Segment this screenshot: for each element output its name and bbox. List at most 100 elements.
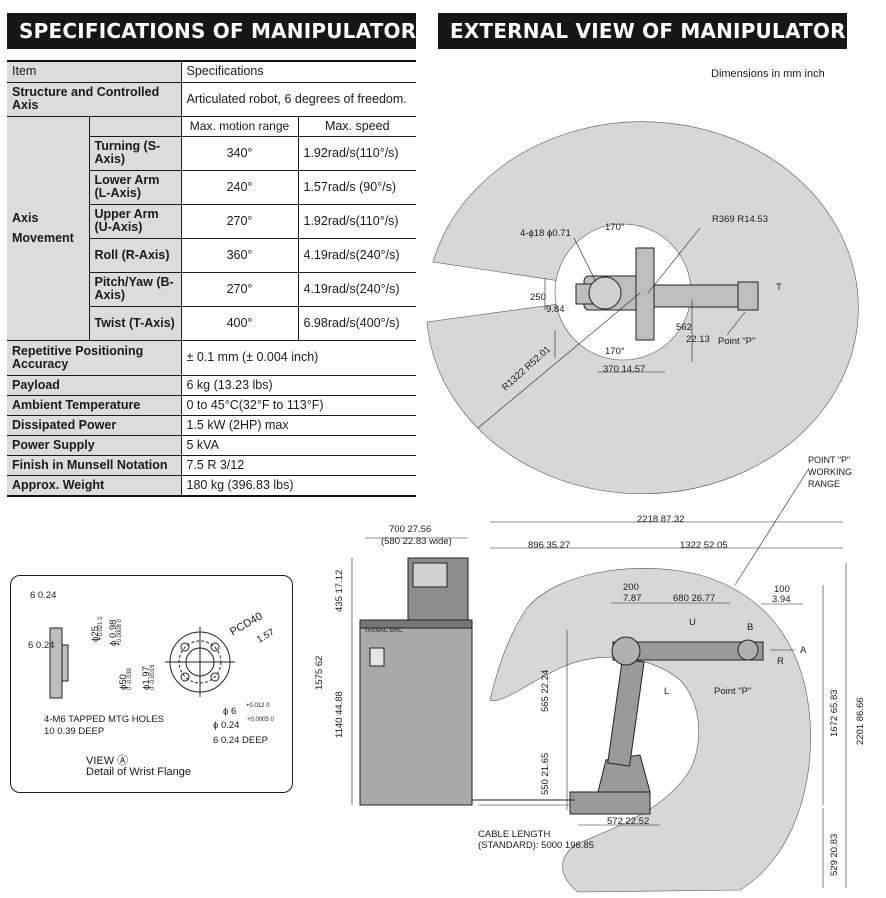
flange-phi024tol: +0.0005 0 [247, 717, 274, 723]
axis-a-label: A [800, 645, 807, 656]
axis-name: Pitch/Yaw (B-Axis) [88, 271, 181, 307]
table-row: Roll (R-Axis) 360° 4.19rad/s(240°/s) [7, 237, 416, 273]
flange-d197tol: 0 -0.0015 [150, 664, 156, 690]
h529-label: 529 20.83 [829, 833, 840, 876]
d250in-label: 9.84 [546, 304, 565, 315]
axis-u-label: U [689, 617, 696, 628]
h2201-label: 2201 86.66 [855, 697, 866, 745]
h1140-label: 1140 44.88 [334, 691, 345, 738]
d680-label: 680 26.77 [673, 593, 716, 604]
h1575-label: 1575 62 [314, 655, 325, 690]
row-value: 180 kg (396.83 lbs) [180, 474, 416, 497]
axis-l-label: L [664, 686, 670, 697]
table-row: Pitch/Yaw (B-Axis) 270° 4.19rad/s(240°/s… [7, 271, 416, 307]
table-row: Dissipated Power 1.5 kW (2HP) max [7, 414, 416, 436]
flange-phi6: ϕ 6 [223, 706, 237, 717]
h550-label: 550 21.65 [540, 752, 551, 795]
axis-movement-label: Axis Movement [7, 115, 89, 341]
axis-speed: 1.92rad/s(110°/s) [297, 135, 416, 171]
d572-label: 572 22.52 [607, 816, 650, 827]
table-row: Repetitive Positioning Accuracy ± 0.1 mm… [7, 339, 416, 376]
cabinet-width-label: 700 27.56 [389, 524, 432, 535]
flange-phi6tol: +0.012 0 [246, 703, 270, 709]
table-row: Upper Arm (U-Axis) 270° 1.92rad/s(110°/s… [7, 203, 416, 239]
d200-label: 200 [623, 582, 639, 593]
angle-top-label: 170° [605, 222, 625, 233]
row-label: Ambient Temperature [7, 394, 181, 416]
max-speed-header: Max. speed [297, 115, 416, 137]
flange-d098tol: +0.0008 0 [117, 619, 123, 646]
col-item-header: Item [7, 60, 181, 83]
axis-range: 340° [180, 135, 298, 171]
d1322-label: 1322 52.05 [680, 540, 728, 551]
working-range-line3: RANGE [808, 479, 841, 489]
axis-name: Upper Arm (U-Axis) [88, 203, 181, 239]
axis-range: 240° [180, 169, 298, 205]
units-note: Dimensions in mm inch [711, 68, 825, 80]
angle-bottom-label: 170° [605, 346, 625, 357]
flange-d6a: 6 0.24 [30, 590, 57, 601]
axis-b-label: B [747, 622, 754, 633]
table-row: Finish in Munsell Notation 7.5 R 3/12 [7, 454, 416, 476]
axis-name: Lower Arm (L-Axis) [88, 169, 181, 205]
d200in-label: 7.87 [623, 593, 642, 604]
specifications-table: Item Specifications Structure and Contro… [7, 60, 416, 497]
d562-label: 562 [676, 322, 692, 333]
flange-view-label: VIEW Ⓐ [86, 755, 129, 767]
controller-label: YASNAC ERC [364, 628, 403, 634]
row-label: Finish in Munsell Notation [7, 454, 181, 476]
d896-label: 896 35.27 [528, 540, 571, 551]
flange-d25tol: +0.021 0 [98, 616, 104, 640]
row-value: 1.5 kW (2HP) max [180, 414, 416, 436]
wrist-flange-panel [10, 575, 293, 793]
top-view-robot [575, 247, 759, 341]
table-row: Power Supply 5 kVA [7, 434, 416, 456]
table-row: Lower Arm (L-Axis) 240° 1.57rad/s (90°/s… [7, 169, 416, 205]
table-row: Turning (S-Axis) 340° 1.92rad/s(110°/s) [7, 135, 416, 171]
row-value: ± 0.1 mm (± 0.004 inch) [180, 339, 416, 376]
max-motion-range-header: Max. motion range [180, 115, 298, 137]
external-view-header: EXTERNAL VIEW OF MANIPULATOR [438, 13, 847, 49]
top-view-dims [477, 227, 746, 429]
d370-label: 370 14.57 [603, 364, 646, 375]
flange-phi024: ϕ 0.24 [213, 720, 240, 731]
table-row: Approx. Weight 180 kg (396.83 lbs) [7, 474, 416, 497]
d100-label: 100 [774, 584, 790, 595]
r-small-label: R369 R14.53 [712, 214, 768, 225]
wrist-flange-drawing [49, 627, 235, 699]
flange-holes2: 10 0.39 DEEP [44, 726, 105, 737]
cable-length-label: CABLE LENGTH [478, 829, 551, 840]
row-label: Dissipated Power [7, 414, 181, 436]
specifications-header: SPECIFICATIONS OF MANIPULATOR [7, 13, 416, 49]
h435-label: 435 17.12 [334, 569, 345, 612]
cabinet-width2-label: (580 22.83 wide) [381, 536, 452, 547]
flange-d50tol: 0 -0.039 [127, 667, 133, 690]
t-axis-label: T [776, 282, 782, 293]
cable-length-value: (STANDARD): 5000 196.85 [478, 840, 594, 851]
flange-detail-label: Detail of Wrist Flange [86, 766, 191, 778]
overall-length-label: 2218 87.32 [637, 514, 685, 525]
controller-cabinet [359, 557, 473, 806]
d100in-label: 3.94 [772, 594, 791, 605]
d562in-label: 22.13 [686, 334, 710, 345]
axis-speed: 1.92rad/s(110°/s) [297, 203, 416, 239]
h1672-label: 1672 65.83 [829, 689, 840, 737]
row-label: Power Supply [7, 434, 181, 456]
row-label: Approx. Weight [7, 474, 181, 497]
d250-label: 250 [530, 292, 546, 303]
axis-speed: 1.57rad/s (90°/s) [297, 169, 416, 205]
axis-range: 270° [180, 271, 298, 307]
axis-r-label: R [777, 656, 784, 667]
axis-range: 270° [180, 203, 298, 239]
point-p-top-label: Point "P" [718, 336, 756, 347]
side-view-robot [569, 636, 764, 815]
h565-label: 565 22.24 [540, 669, 551, 712]
table-row: Ambient Temperature 0 to 45°C(32°F to 11… [7, 394, 416, 416]
working-range-line1: POINT "P" [808, 455, 851, 465]
working-range-line2: WORKING [808, 467, 852, 477]
point-p-side-label: Point "P" [714, 686, 752, 697]
structure-label: Structure and Controlled Axis [7, 81, 181, 117]
row-label: Repetitive Positioning Accuracy [7, 339, 181, 376]
flange-d6b: 6 0.24 [28, 640, 55, 651]
